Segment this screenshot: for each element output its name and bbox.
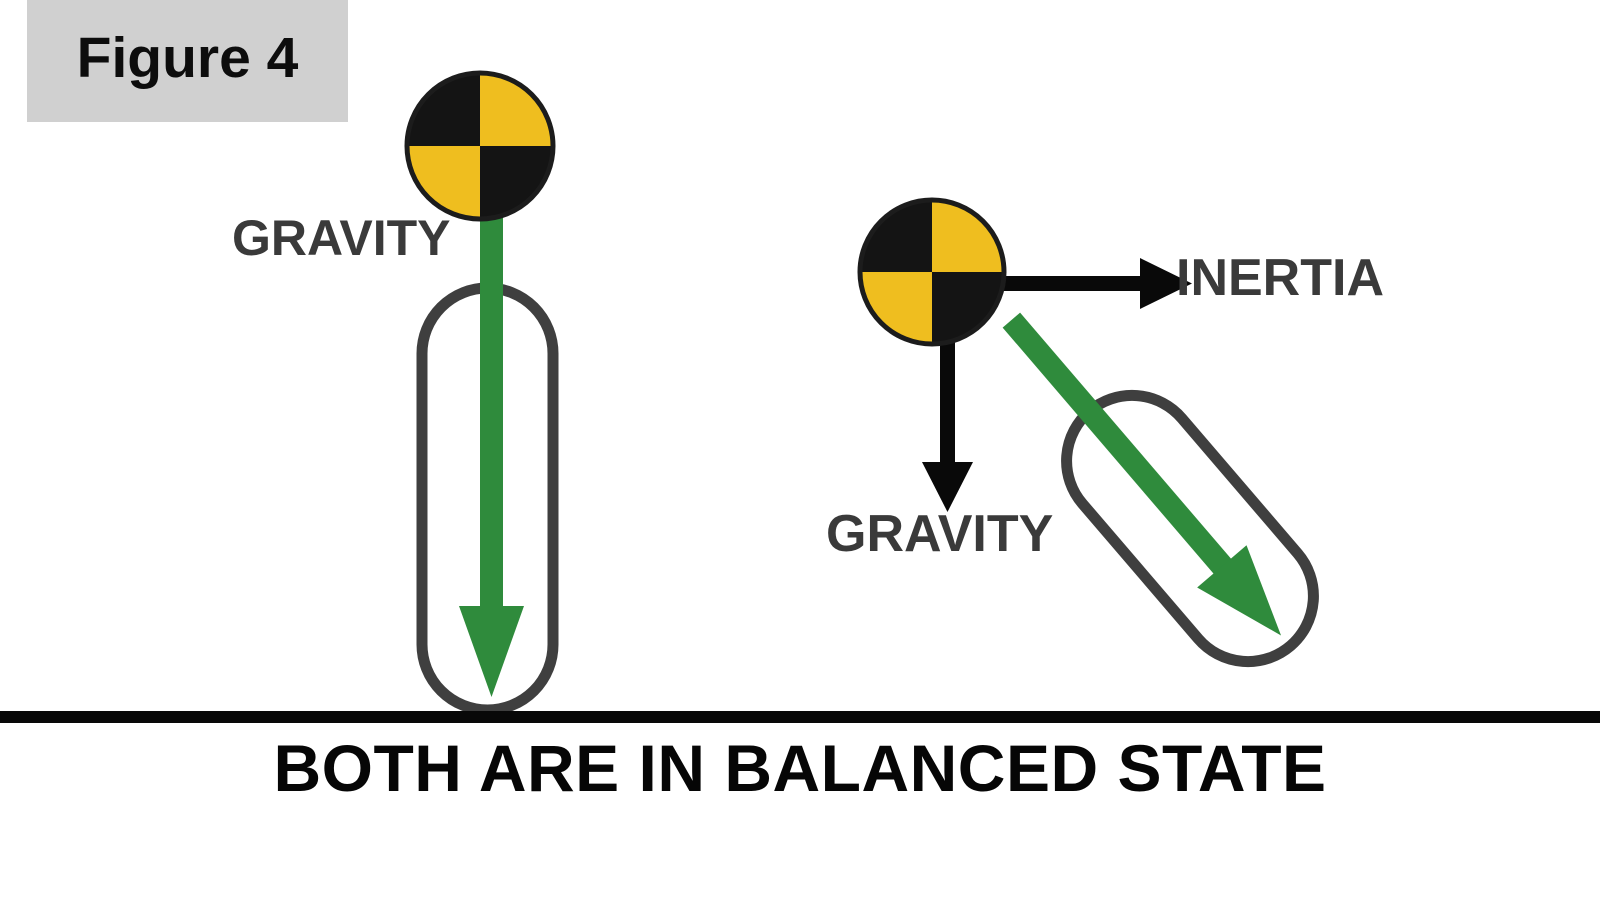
right-green-gravity-arrow <box>1002 312 1282 636</box>
left-quadrant-ball <box>404 70 556 222</box>
label-gravity-right: GRAVITY <box>826 505 1054 563</box>
left-green-gravity-arrow <box>459 200 524 697</box>
figure-badge-label: Figure 4 <box>76 25 299 90</box>
ground-line-icon <box>0 711 1600 723</box>
right-black-inertia-arrow <box>985 258 1192 309</box>
right-quadrant-ball <box>857 197 1007 347</box>
label-inertia: INERTIA <box>1176 249 1384 307</box>
caption-text: BOTH ARE IN BALANCED STATE <box>273 731 1327 805</box>
figure-badge: Figure 4 <box>27 0 348 122</box>
label-gravity-left: GRAVITY <box>232 210 451 266</box>
